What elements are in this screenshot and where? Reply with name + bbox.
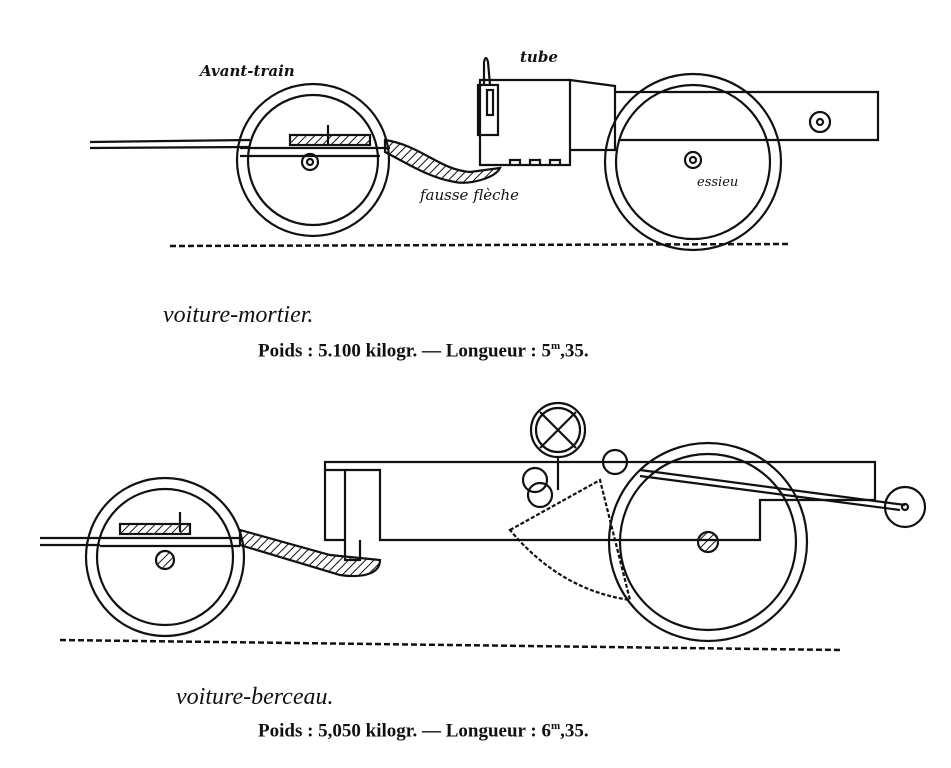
front-wheel <box>235 82 391 238</box>
spec-text: Poids : 5.100 kilogr. — Longueur : <box>258 340 542 362</box>
spec-berceau: Poids : 5,050 kilogr. — Longueur : 6m,35… <box>258 720 589 742</box>
fausse-fleche-hatched <box>383 138 502 184</box>
length-dec: ,35. <box>560 720 589 742</box>
spec-mortier: Poids : 5.100 kilogr. — Longueur : 5m,35… <box>258 340 589 362</box>
cradle-body <box>323 460 877 562</box>
frame-beam <box>240 146 390 158</box>
label-essieu: essieu <box>697 175 739 190</box>
ground-line <box>59 638 841 652</box>
length-dec: ,35. <box>560 340 589 362</box>
length-int: 6 <box>541 720 551 742</box>
rod <box>639 468 906 512</box>
hatched-bar <box>288 133 372 147</box>
tube <box>476 56 617 167</box>
toothed-sector <box>508 478 632 602</box>
handwheel <box>521 401 629 509</box>
ground-line <box>169 242 791 248</box>
pole <box>89 138 251 150</box>
label-avant-train: Avant-train <box>200 62 295 80</box>
rear-wheel <box>607 441 809 643</box>
length-int: 5 <box>541 340 551 362</box>
length-unit: m <box>550 720 561 732</box>
cradle-carriage-drawing <box>40 401 927 652</box>
rear-beam <box>615 90 880 142</box>
label-fausse-fleche: fausse flèche <box>420 186 520 204</box>
figure-title-mortier: voiture-mortier. <box>163 302 314 328</box>
front-wheel <box>84 476 246 638</box>
figure-title-berceau: voiture-berceau. <box>176 684 334 710</box>
hatched-brace <box>238 528 382 578</box>
pole <box>40 536 100 547</box>
length-unit: m <box>550 340 561 352</box>
label-tube: tube <box>520 48 558 66</box>
mortar-carriage-drawing <box>89 56 880 252</box>
spec-text: Poids : 5,050 kilogr. — Longueur : <box>258 720 542 742</box>
rear-wheel <box>603 72 783 252</box>
